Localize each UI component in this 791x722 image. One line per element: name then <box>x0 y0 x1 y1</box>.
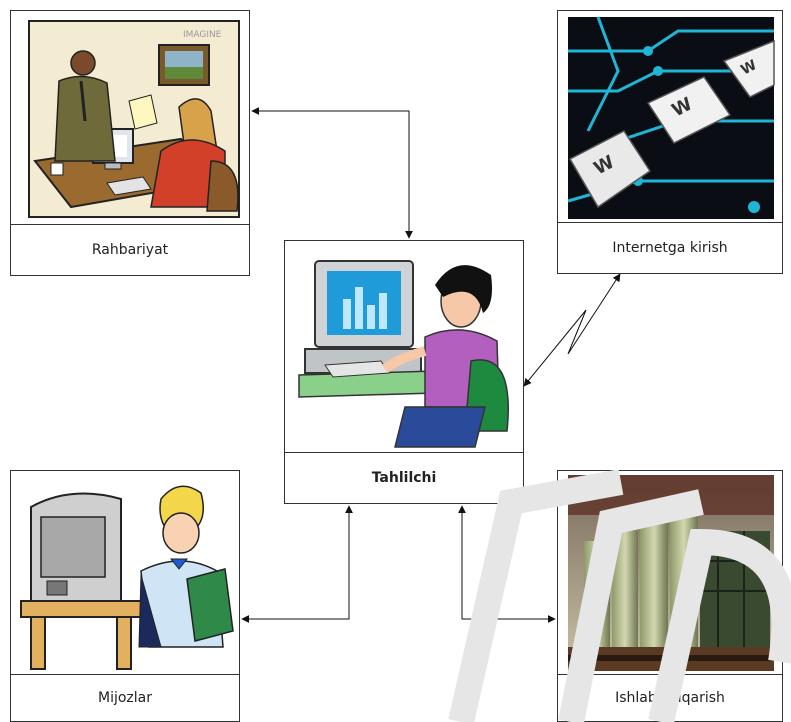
node-internet: W W W Internetga kirish <box>557 10 783 274</box>
connector-tahlilchi-ishlab <box>458 505 556 623</box>
node-rahbariyat: IMAGINE <box>10 10 250 276</box>
connector-tahlilchi-internet <box>523 273 621 387</box>
factory-photo <box>558 471 782 677</box>
svg-text:W: W <box>738 57 759 78</box>
node-label: Internetga kirish <box>558 222 782 273</box>
connector-tahlilchi-rahbariyat <box>251 107 413 239</box>
svg-text:IMAGINE: IMAGINE <box>183 30 222 40</box>
node-tahlilchi: Tahlilchi <box>284 240 524 504</box>
node-ishlab: Ishlab chiqarish <box>557 470 783 722</box>
management-meeting-illustration: IMAGINE <box>11 11 249 227</box>
customer-with-computer-illustration <box>11 471 239 677</box>
analyst-at-computer-illustration <box>285 241 523 455</box>
node-label: Rahbariyat <box>11 224 249 275</box>
node-mijozlar: Mijozlar <box>10 470 240 722</box>
keyboard-keys-photo: W W W <box>558 11 782 225</box>
node-label: Mijozlar <box>11 674 239 721</box>
connector-tahlilchi-mijozlar <box>241 505 353 623</box>
node-label: Ishlab chiqarish <box>558 674 782 721</box>
node-label: Tahlilchi <box>285 452 523 503</box>
